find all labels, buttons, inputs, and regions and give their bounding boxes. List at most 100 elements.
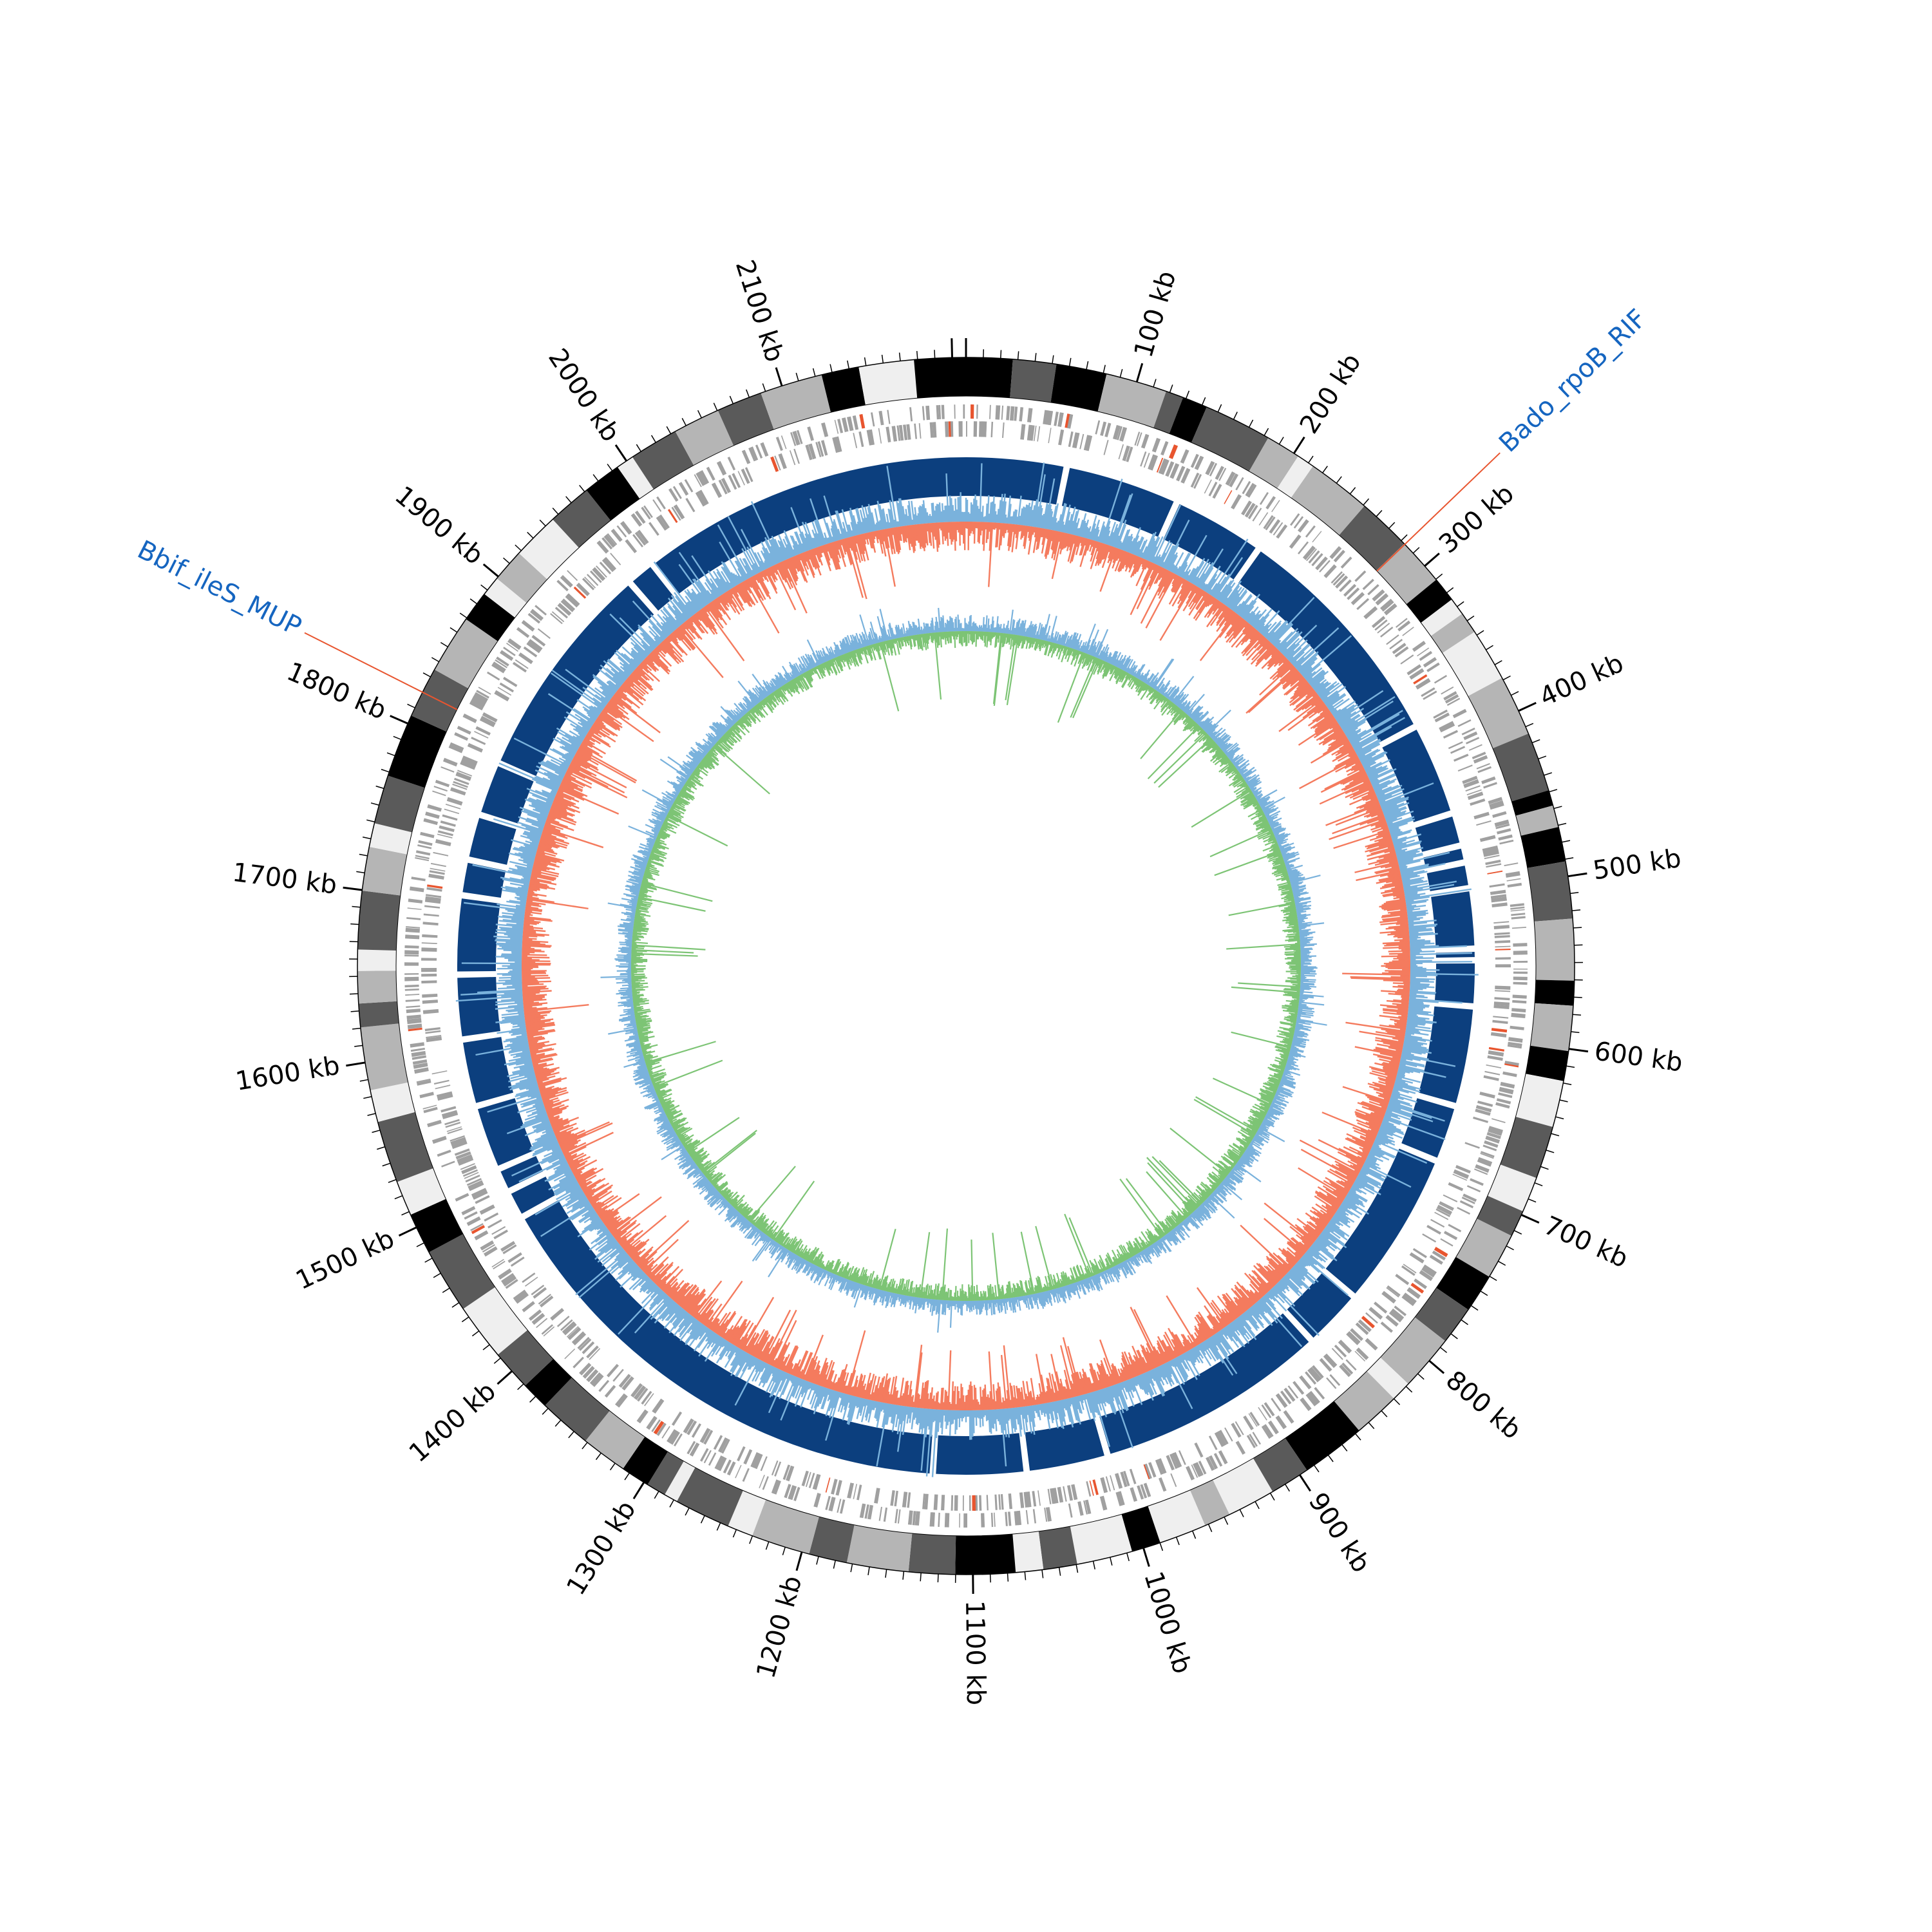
gene-feature xyxy=(464,1211,478,1220)
skew-positive-bar xyxy=(1251,1305,1260,1315)
skew-negative-bar xyxy=(1084,538,1090,556)
minor-tick xyxy=(1068,357,1072,366)
skew-negative-bar xyxy=(1234,1284,1253,1307)
gene-feature xyxy=(1248,1413,1258,1427)
gene-feature xyxy=(1086,1481,1092,1497)
skew-negative-bar xyxy=(1379,1087,1393,1093)
gene-feature xyxy=(1271,500,1280,513)
skew-negative-bar xyxy=(1090,541,1098,562)
skew-positive-bar xyxy=(1353,1182,1375,1195)
skew-positive-bar xyxy=(1406,1018,1437,1023)
skew-positive-bar xyxy=(1321,1231,1338,1243)
skew-negative-bar xyxy=(1345,1153,1365,1165)
skew-positive-bar xyxy=(1194,1346,1201,1356)
skew-negative-bar xyxy=(1382,941,1410,945)
skew-negative-bar xyxy=(1277,1255,1293,1269)
skew-negative-bar xyxy=(1293,692,1317,711)
skew-negative-bar xyxy=(1157,571,1171,596)
skew-positive-bar xyxy=(1318,685,1335,697)
skew-positive-bar xyxy=(1410,961,1473,963)
gene-feature xyxy=(656,496,666,509)
skew-negative-bar xyxy=(1182,1334,1193,1350)
skew-positive-bar xyxy=(1150,1369,1164,1397)
skew-positive-bar xyxy=(1198,548,1224,589)
skew-negative-bar xyxy=(1090,542,1101,569)
skew-positive-bar xyxy=(1264,632,1269,638)
tick-label: 1600 kb xyxy=(234,1051,342,1097)
gene-feature xyxy=(1394,646,1409,658)
skew-negative-bar xyxy=(1377,1056,1401,1063)
skew-negative-bar xyxy=(1381,1028,1406,1034)
gene-feature xyxy=(414,1067,429,1074)
gene-feature xyxy=(599,562,612,574)
skew-negative-bar xyxy=(1386,999,1409,1004)
gene-feature xyxy=(1488,1046,1504,1052)
skew-positive-bar xyxy=(1326,693,1346,708)
gene-feature xyxy=(1265,516,1276,531)
skew-negative-bar xyxy=(1333,726,1341,734)
gene-feature xyxy=(1436,1204,1452,1216)
minor-tick xyxy=(1092,1560,1095,1569)
gene-feature xyxy=(484,1212,499,1222)
gene-feature xyxy=(907,1510,913,1525)
gene-feature xyxy=(1466,737,1480,744)
skew-positive-bar xyxy=(1293,1265,1305,1277)
gene-feature xyxy=(1506,873,1520,878)
minor-tick xyxy=(1058,1567,1061,1576)
skew-negative-bar xyxy=(1329,1168,1354,1184)
skew-positive-bar xyxy=(1153,556,1159,564)
skew-positive-bar xyxy=(1317,687,1327,696)
gene-feature xyxy=(1493,1005,1510,1009)
skew-positive-bar xyxy=(1170,564,1175,572)
gene-feature xyxy=(1494,932,1510,935)
skew-positive-bar xyxy=(979,1410,981,1428)
minor-tick xyxy=(1559,1099,1568,1103)
gene-feature xyxy=(467,743,483,753)
skew-negative-bar xyxy=(1335,745,1353,757)
skew-positive-bar xyxy=(1399,866,1408,869)
gene-feature xyxy=(527,612,541,624)
skew-negative-bar xyxy=(1258,1263,1278,1283)
gene-feature xyxy=(890,1490,895,1506)
skew-positive-bar xyxy=(1033,462,1045,527)
skew-positive-bar xyxy=(1402,878,1422,884)
skew-negative-bar xyxy=(1231,623,1251,648)
skew-negative-bar xyxy=(1390,976,1410,978)
gene-feature xyxy=(1308,1390,1320,1405)
skew-negative-bar xyxy=(1387,1075,1396,1079)
skew-negative-bar xyxy=(1368,1125,1379,1132)
skew-positive-bar xyxy=(1024,505,1029,526)
gene-feature xyxy=(793,448,800,464)
skew-negative-bar xyxy=(1343,1146,1367,1159)
skew-negative-bar xyxy=(1256,1262,1278,1285)
skew-positive-bar xyxy=(1388,1101,1413,1110)
skew-negative-bar xyxy=(1338,1148,1366,1162)
skew-positive-bar xyxy=(1387,818,1413,828)
skew-positive-bar xyxy=(1270,596,1315,644)
minor-tick xyxy=(867,1566,870,1575)
skew-negative-bar xyxy=(1332,723,1340,730)
skew-positive-bar xyxy=(1256,620,1267,631)
skew-positive-bar xyxy=(1066,514,1073,534)
skew-negative-bar xyxy=(1296,1218,1320,1236)
skew-negative-bar xyxy=(1264,1218,1306,1254)
minor-tick xyxy=(1506,1245,1514,1251)
minor-tick xyxy=(847,360,850,369)
skew-positive-bar xyxy=(947,1410,949,1426)
minor-tick xyxy=(424,1258,433,1263)
gene-feature xyxy=(1150,455,1158,471)
skew-positive-bar xyxy=(1095,529,1100,542)
skew-positive-bar xyxy=(1207,571,1223,594)
gene-feature xyxy=(1291,536,1302,549)
gene-feature-track xyxy=(404,404,1528,1528)
skew-positive-bar xyxy=(1281,648,1288,654)
gene-feature xyxy=(700,1448,709,1462)
gene-feature xyxy=(1387,1285,1401,1296)
gene-feature xyxy=(507,1252,522,1264)
skew-negative-bar xyxy=(1041,528,1045,538)
gene-feature xyxy=(1025,1510,1029,1524)
gene-feature xyxy=(530,609,544,621)
gene-feature xyxy=(1513,969,1528,970)
skew-positive-bar xyxy=(1375,1137,1388,1144)
ideogram-band xyxy=(370,1082,415,1122)
